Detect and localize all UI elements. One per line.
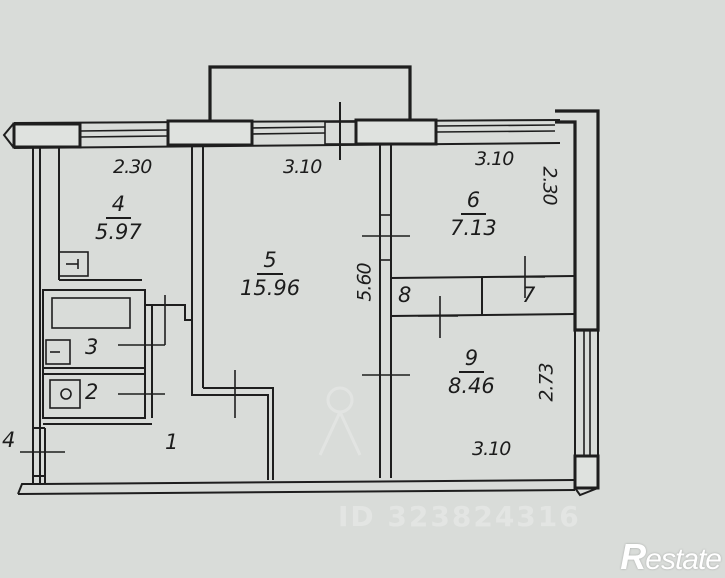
listing-id-watermark: ID 323824316 <box>338 500 581 533</box>
dim-room9-depth: 2.73 <box>535 363 558 402</box>
dim-room5-depth: 5.60 <box>353 263 376 302</box>
room-8-label: 8 <box>398 283 412 307</box>
room-2-label: 2 <box>85 380 99 404</box>
kitchen-walls <box>58 251 142 281</box>
room-7-label: 7 <box>522 283 536 307</box>
exterior-wall-right <box>555 109 600 497</box>
balcony-outline <box>208 65 412 124</box>
room-3-label: 3 <box>85 335 99 359</box>
exterior-wall-bottom <box>17 479 576 495</box>
dim-room6-depth: 2.30 <box>538 166 561 205</box>
exterior-wall-top <box>2 102 561 160</box>
watermark-logo <box>318 386 362 456</box>
bathroom-block <box>42 289 192 425</box>
wall-4-5 <box>191 146 274 480</box>
dim-room6-width: 3.10 <box>475 148 514 170</box>
room-4-label: 4 5.97 <box>95 192 142 244</box>
dim-room9-width: 3.10 <box>472 438 511 460</box>
dim-room4-width: 2.30 <box>113 156 152 178</box>
room-9-label: 9 8.46 <box>448 346 495 398</box>
room-1-label: 1 <box>165 430 179 454</box>
edge-marker-label: 4 <box>2 428 16 452</box>
restate-logo: Restate <box>620 536 722 577</box>
dim-room5-width: 3.10 <box>283 156 322 178</box>
wall-5-6-9 <box>362 145 410 478</box>
room-6-label: 6 7.13 <box>450 188 497 240</box>
closets-7-8 <box>390 256 576 338</box>
room-5-label: 5 15.96 <box>240 248 301 300</box>
